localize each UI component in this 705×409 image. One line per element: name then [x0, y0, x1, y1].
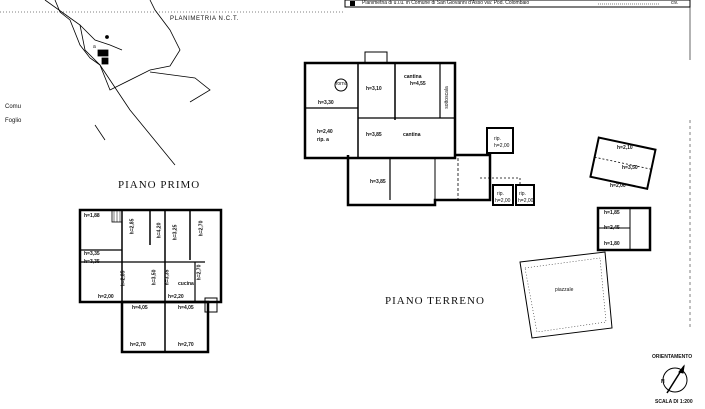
label-cucina: cucina — [178, 281, 194, 287]
label-h220: h=2,20 — [168, 294, 184, 300]
foglio-label: Foglio — [5, 118, 22, 124]
piano-terreno-title: PIANO TERRENO — [385, 295, 485, 307]
label-rip1: rip. a — [317, 137, 329, 143]
label-h270d: h=2,70 — [178, 342, 194, 348]
label-rip4: rip. — [519, 191, 526, 197]
label-rip3: rip. — [497, 191, 504, 197]
label-h330: h=3,30 — [318, 100, 334, 106]
north-label: N — [661, 379, 665, 385]
piazzale-label: piazzale — [555, 287, 574, 293]
north-arrow-icon — [662, 364, 688, 394]
label-h335a: h=3,35 — [84, 251, 100, 257]
planimetria-nct-title: PLANIMETRIA N.C.T. — [170, 16, 239, 22]
label-h285b: h=2,85 — [120, 270, 127, 287]
label-h335b: h=3,35 — [84, 259, 100, 265]
site-plan-mark: a — [93, 44, 96, 50]
annex-label-h200b: h=1,80 — [604, 241, 620, 247]
annex-label-h210: h=2,10 — [617, 145, 633, 151]
label-h240: h=2,40 — [317, 129, 333, 135]
label-h200c: h=2,00 — [518, 198, 534, 204]
header-strip — [0, 0, 691, 13]
label-forno: forno — [336, 81, 348, 87]
label-h200b: h=2,00 — [495, 198, 511, 204]
label-h285a: h=2,85 — [129, 218, 136, 235]
annex-plans — [589, 136, 657, 252]
header-strip-text: Planimetria di u.i.u. in Comune di San G… — [362, 0, 530, 6]
annex-label-h185: h=1,85 — [604, 210, 620, 216]
label-h270a: h=2,70 — [198, 220, 205, 237]
comune-label: Comu — [5, 104, 22, 110]
label-h405b: h=4,05 — [178, 305, 194, 311]
label-h270c: h=2,70 — [130, 342, 146, 348]
label-h405a: h=4,05 — [132, 305, 148, 311]
annex-label-h350: h=3,50 — [622, 165, 638, 171]
label-h200: h=2,00 — [98, 294, 114, 300]
label-h270b: h=2,70 — [196, 264, 203, 281]
piazzale-area — [519, 251, 613, 339]
label-h200a: h=2,00 — [494, 143, 510, 149]
label-cantina1: cantina — [404, 74, 422, 80]
label-h385b: h=3,85 — [370, 179, 386, 185]
piano-terreno-plan — [303, 51, 535, 207]
piano-primo-title: PIANO PRIMO — [118, 179, 201, 191]
annex-label-h200a: h=2,00 — [610, 183, 626, 189]
label-cantina2: cantina — [403, 132, 421, 138]
label-h420: h=4,20 — [156, 222, 163, 239]
piano-primo-plan — [78, 208, 223, 354]
label-h325: h=3,25 — [172, 224, 179, 241]
scale-label: SCALA DI 1:200 — [655, 399, 693, 405]
orientation-label: ORIENTAMENTO — [652, 354, 693, 360]
label-h350: h=3,50 — [151, 269, 158, 286]
site-plan — [44, 0, 211, 166]
label-h455: h=4,55 — [410, 81, 426, 87]
annex-label-h245: h=2,45 — [604, 225, 620, 231]
label-sottoscala: sottoscala — [443, 86, 450, 109]
label-h335c: h=3,35 — [164, 269, 171, 286]
label-h310: h=3,10 — [366, 86, 382, 92]
header-strip-tail: civ. — [671, 0, 679, 6]
label-rip2: rip. — [494, 136, 501, 142]
label-h385a: h=3,85 — [366, 132, 382, 138]
label-h188: h=1,88 — [84, 213, 100, 219]
